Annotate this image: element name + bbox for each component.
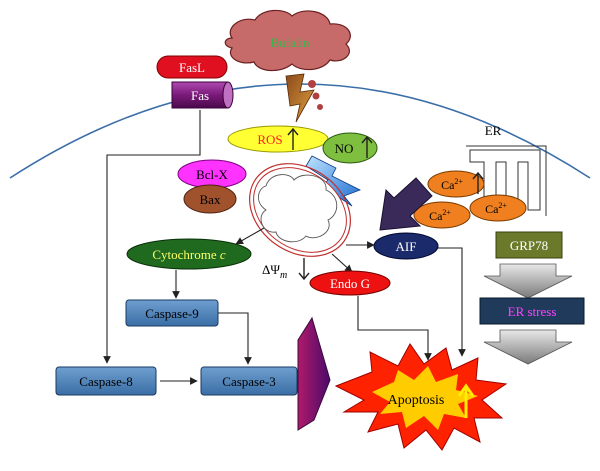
cytochrome-c-node: Cytochrome c <box>126 238 252 270</box>
caspase9-to-caspase3-arrow <box>218 312 252 365</box>
apoptosis-burst: Apoptosis <box>334 343 508 451</box>
caspase-3-node: Caspase-3 <box>200 366 298 396</box>
svg-text:Ca2+: Ca2+ <box>429 208 451 223</box>
fasl-label: FasL <box>179 60 205 75</box>
aif-node: AIF <box>373 232 439 260</box>
bubble-2 <box>312 92 320 100</box>
endog-to-apoptosis-arrow <box>357 296 432 361</box>
fas-label: Fas <box>191 88 209 103</box>
fas-to-caspase8-arrow <box>103 110 201 364</box>
ros-label: ROS <box>257 132 282 147</box>
mito-to-endog-arrow <box>331 253 353 273</box>
aif-to-apoptosis-arrow <box>438 247 466 357</box>
er-stress-down-arrow <box>483 329 573 365</box>
ca-top-sup: 2+ <box>454 177 463 186</box>
fas-receptor: Fas <box>171 81 234 109</box>
caspase3-apoptosis-block-arrow <box>297 316 331 431</box>
ros-mito-bolt <box>305 155 361 207</box>
bax-node: Bax <box>183 184 237 214</box>
no-label: NO <box>335 141 354 156</box>
caspase-3-label: Caspase-3 <box>222 374 275 389</box>
ros-node: ROS <box>227 125 329 153</box>
caspase-8-node: Caspase-8 <box>55 366 157 396</box>
bufalin-cloud: Bufalin <box>224 9 351 72</box>
calcium-top: Ca2+ <box>427 170 485 198</box>
no-up-arrow <box>361 135 373 158</box>
calcium-right: Ca2+ <box>469 194 527 222</box>
ros-up-arrow <box>287 127 299 150</box>
er-mito-block-arrow <box>379 177 433 231</box>
bubble-1 <box>308 80 316 88</box>
ca-top-text: Ca <box>441 178 455 192</box>
bclx-node: Bcl-X <box>177 159 247 189</box>
cytochrome-label: Cytochrome <box>152 247 220 262</box>
fasl-node: FasL <box>156 55 228 79</box>
ca-right-sup: 2+ <box>498 201 507 210</box>
delta-psi-sub: m <box>280 270 287 281</box>
no-node: NO <box>322 132 378 164</box>
bax-label: Bax <box>200 192 221 207</box>
ca-right-text: Ca <box>485 202 499 216</box>
cytochrome-c-italic: c <box>220 247 226 262</box>
delta-psi-down-arrow <box>298 258 310 281</box>
apoptosis-label: Apoptosis <box>388 393 445 408</box>
apoptosis-up-arrow <box>457 383 475 418</box>
er-stress-label: ER stress <box>508 304 557 319</box>
svg-text:Ca2+: Ca2+ <box>485 201 507 216</box>
delta-psi-text: ΔΨ <box>262 262 280 277</box>
calcium-left: Ca2+ <box>413 201 471 229</box>
er-label: ER <box>485 123 502 138</box>
grp78-node: GRP78 <box>495 231 563 259</box>
grp78-label: GRP78 <box>510 238 548 253</box>
ca-left-text: Ca <box>429 209 443 223</box>
caspase-9-node: Caspase-9 <box>125 299 219 327</box>
endog-label: Endo G <box>330 276 370 291</box>
svg-text:Ca2+: Ca2+ <box>441 177 463 192</box>
er-stress-node: ER stress <box>479 297 585 325</box>
caspase-9-label: Caspase-9 <box>145 306 198 321</box>
svg-text:Cytochrome c: Cytochrome c <box>152 247 226 262</box>
caspase-8-label: Caspase-8 <box>79 374 132 389</box>
grp78-down-arrow <box>483 263 573 299</box>
ca-left-sup: 2+ <box>442 208 451 217</box>
aif-label: AIF <box>396 239 417 254</box>
mito-to-cyto-arrow <box>235 227 265 245</box>
mitochondrion <box>249 163 351 257</box>
delta-psi-label: ΔΨm <box>262 262 287 281</box>
bufalin-label: Bufalin <box>271 35 310 50</box>
ca-up-arrow <box>472 171 484 194</box>
bufalin-ros-bolt <box>285 73 315 123</box>
endog-node: Endo G <box>309 270 391 296</box>
bubble-3 <box>317 104 323 110</box>
bclx-label: Bcl-X <box>196 167 228 182</box>
